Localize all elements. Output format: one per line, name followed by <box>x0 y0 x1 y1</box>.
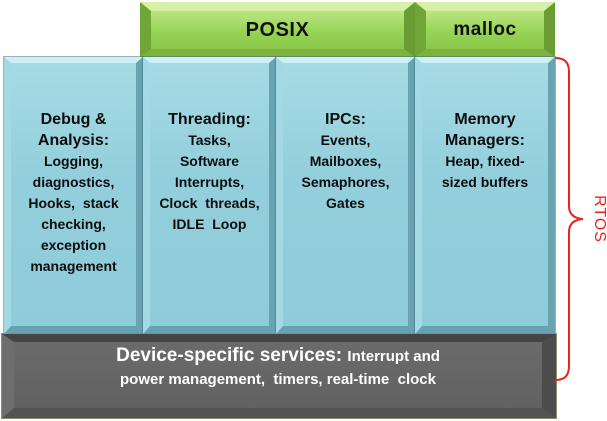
device-specific-services-title: Device-specific services: <box>116 345 348 366</box>
rtos-brace-icon <box>555 57 584 381</box>
posix-label: POSIX <box>245 18 310 41</box>
device-specific-services-text: Device-specific services: Interrupt and … <box>14 342 542 391</box>
column-ipcs-body: Events, Mailboxes, Semaphores, Gates <box>301 132 390 211</box>
column-debug-analysis-body: Logging, diagnostics, Hooks, stack check… <box>28 153 119 274</box>
column-memory-managers-title: Memory Managers: <box>444 111 526 149</box>
column-ipcs: IPCs: Events, Mailboxes, Semaphores, Gat… <box>276 57 415 334</box>
column-threading: Threading: Tasks, Software Interrupts, C… <box>143 57 276 334</box>
column-memory-managers-body: Heap, fixed- sized buffers <box>441 153 529 190</box>
malloc-box: malloc <box>415 2 555 57</box>
column-threading-title: Threading: <box>168 111 251 128</box>
column-debug-analysis: Debug & Analysis: Logging, diagnostics, … <box>4 57 143 334</box>
rtos-label: RTOS <box>591 195 607 243</box>
posix-box: POSIX <box>140 2 415 57</box>
device-specific-services-bar: Device-specific services: Interrupt and … <box>2 334 556 418</box>
column-ipcs-title: IPCs: <box>325 111 366 128</box>
column-threading-body: Tasks, Software Interrupts, Clock thread… <box>159 132 260 232</box>
column-memory-managers: Memory Managers: Heap, fixed- sized buff… <box>415 57 555 334</box>
device-specific-services-body: Interrupt and power management, timers, … <box>120 348 440 388</box>
column-debug-analysis-title: Debug & Analysis: <box>37 111 110 149</box>
malloc-label: malloc <box>453 19 517 40</box>
